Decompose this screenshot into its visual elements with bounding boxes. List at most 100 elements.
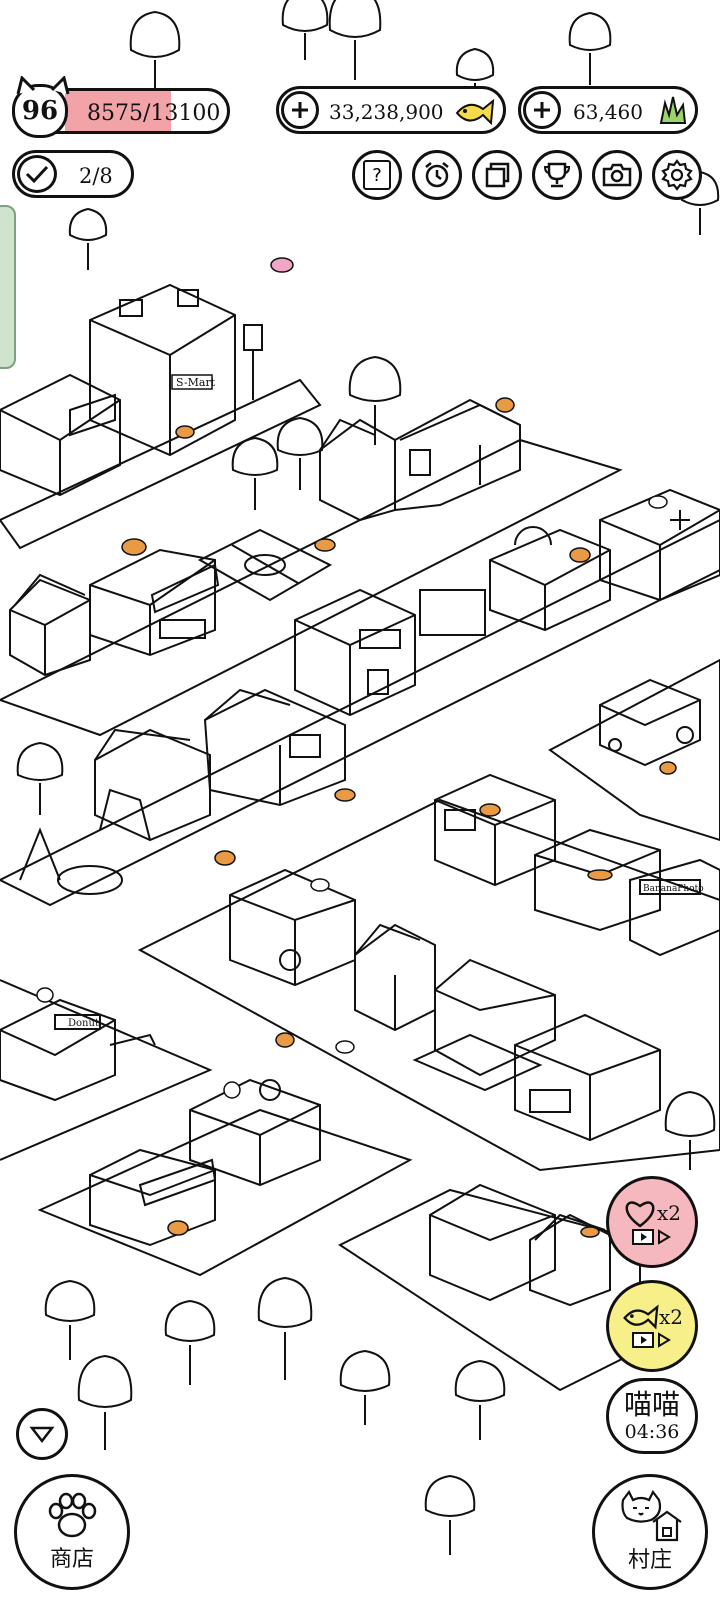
clinic-right[interactable] <box>599 488 720 602</box>
fish-currency[interactable]: 33,238,900 <box>276 86 506 134</box>
fish-multiplier: x2 <box>658 1305 683 1329</box>
village-label: 村庄 <box>627 1548 672 1573</box>
shop-label: 商店 <box>49 1547 94 1572</box>
road-block-lower-right <box>338 1188 641 1392</box>
add-grass-button[interactable] <box>523 91 561 129</box>
sports-court[interactable] <box>197 528 333 602</box>
level-badge[interactable]: 96 <box>12 84 68 138</box>
greenhouse-farm[interactable] <box>412 958 556 1092</box>
collection-button[interactable] <box>472 150 522 200</box>
cafe-lower[interactable] <box>189 1078 321 1187</box>
road-block-lower-left <box>0 979 413 1277</box>
sushi-shop[interactable] <box>434 773 556 887</box>
paw-icon <box>48 1492 97 1538</box>
house-bottom-right[interactable] <box>429 1183 611 1307</box>
plus-icon <box>534 102 550 118</box>
side-panel-tab[interactable] <box>0 205 16 369</box>
house-orange-awning[interactable] <box>89 548 220 657</box>
camera-icon <box>602 163 632 187</box>
house-gable-center[interactable] <box>354 923 436 1032</box>
camera-button[interactable] <box>592 150 642 200</box>
banana-photo-shop[interactable]: BananaPhoto <box>534 828 720 957</box>
cat-orange <box>495 397 515 413</box>
road-block-top <box>0 378 322 550</box>
banana-sign: BananaPhoto <box>643 884 704 894</box>
fish-boost-button[interactable]: x2 <box>606 1280 698 1372</box>
level-number: 96 <box>21 96 59 126</box>
cat-white <box>223 1081 241 1099</box>
trophy-button[interactable] <box>532 150 582 200</box>
quest-progress-text: 2/8 <box>79 164 113 188</box>
playground[interactable] <box>19 788 151 895</box>
food-truck[interactable] <box>599 678 701 767</box>
cat-orange <box>167 1220 189 1236</box>
fish-icon <box>455 98 495 126</box>
cat-orange <box>175 425 195 439</box>
road-block-right-top <box>548 658 720 842</box>
check-icon <box>25 165 49 184</box>
smart-sign: S-Mart <box>176 376 216 389</box>
heart-boost-button[interactable]: x2 <box>606 1176 698 1268</box>
road-block-center <box>137 798 720 1172</box>
video-ad-icon <box>632 1332 671 1348</box>
workshop[interactable] <box>229 868 356 987</box>
donut-shop[interactable]: Donut <box>0 998 156 1102</box>
cat-pink <box>270 257 294 273</box>
xp-text: 8575/13100 <box>87 101 221 126</box>
house-center-top[interactable] <box>319 398 521 522</box>
shop-button[interactable]: 商店 <box>14 1474 130 1590</box>
cat-orange <box>214 850 236 866</box>
grass-count: 63,460 <box>573 100 643 124</box>
alarm-clock-icon <box>425 162 449 188</box>
trophy-icon <box>543 162 571 188</box>
cat-white <box>648 495 668 509</box>
meow-label: 喵喵 <box>623 1388 680 1421</box>
quest-progress[interactable]: 2/8 <box>12 150 134 198</box>
cat-orange <box>580 1226 600 1238</box>
house-gable-left[interactable] <box>9 573 91 677</box>
road-block-middle <box>0 438 623 737</box>
house-modern-mid[interactable] <box>294 588 416 717</box>
alarm-button[interactable] <box>412 150 462 200</box>
heart-icon <box>625 1201 655 1228</box>
road-block-upper-right <box>0 518 720 907</box>
cat-white <box>36 987 54 1003</box>
donut-sign: Donut <box>68 1018 99 1029</box>
collapse-button[interactable] <box>16 1408 68 1460</box>
xp-fill <box>65 91 171 131</box>
cat-orange <box>659 761 677 775</box>
meow-timer: 04:36 <box>624 1421 680 1443</box>
grass-icon <box>659 96 687 124</box>
laundry-shop[interactable] <box>514 1013 661 1142</box>
triangle-down-icon <box>29 1426 55 1444</box>
house-bottom-left[interactable] <box>89 1148 217 1247</box>
cat-orange <box>587 869 613 881</box>
meow-timer-button[interactable]: 喵喵 04:36 <box>606 1378 698 1454</box>
check-circle <box>17 155 57 193</box>
cat-house-icon <box>621 1490 682 1542</box>
cat-orange <box>334 788 356 802</box>
observatory[interactable] <box>419 526 611 636</box>
building-shop-left[interactable] <box>0 373 121 497</box>
cat-white <box>335 1040 355 1054</box>
cat-orange <box>314 538 336 552</box>
house-twin-gable[interactable] <box>94 688 346 842</box>
cat-orange <box>479 803 501 817</box>
trees <box>16 0 720 1555</box>
collection-icon <box>485 162 510 188</box>
help-icon: ? <box>363 160 391 190</box>
grass-currency[interactable]: 63,460 <box>518 86 698 134</box>
gear-icon <box>661 159 693 191</box>
cat-orange <box>275 1032 295 1048</box>
cat-orange <box>569 547 591 563</box>
settings-button[interactable] <box>652 150 702 200</box>
cat-ear-icon <box>16 76 70 95</box>
help-button[interactable]: ? <box>352 150 402 200</box>
village-button[interactable]: 村庄 <box>592 1474 708 1590</box>
cats[interactable] <box>36 257 677 1238</box>
cat-white <box>310 878 330 892</box>
fish-icon <box>623 1304 659 1330</box>
add-fish-button[interactable] <box>281 91 319 129</box>
fish-count: 33,238,900 <box>329 100 444 124</box>
